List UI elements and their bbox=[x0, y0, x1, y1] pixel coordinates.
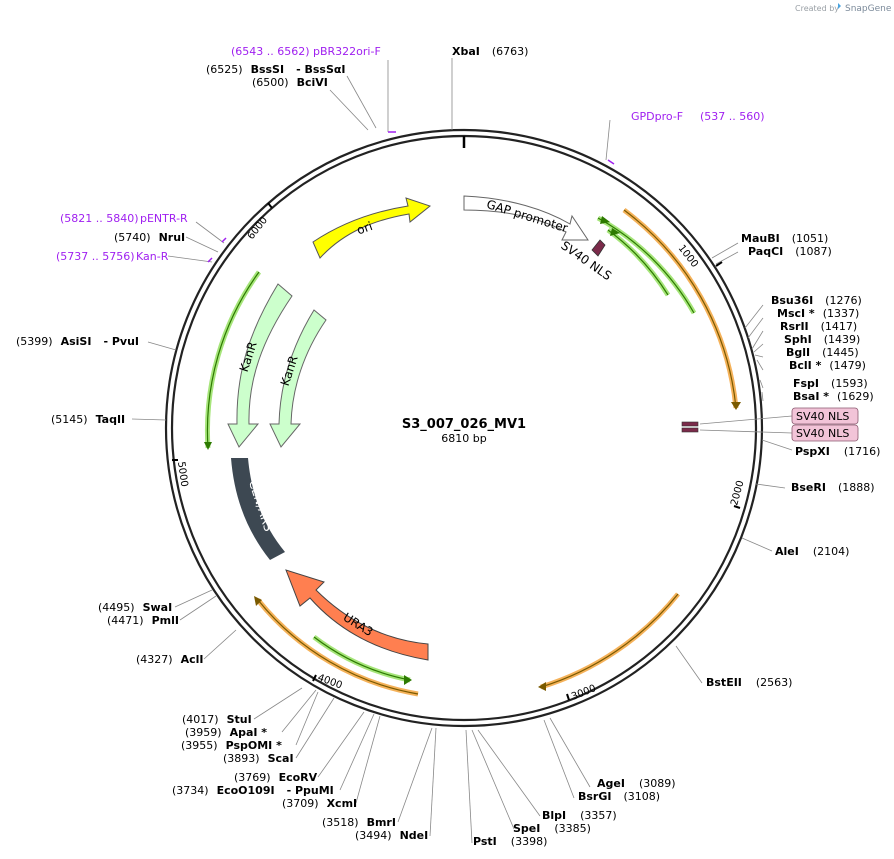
enzyme-sphi[interactable]: SphI(1439) bbox=[784, 333, 860, 346]
enzyme-pmli[interactable]: (4471)PmlI bbox=[107, 614, 179, 627]
sv40-nls-box-label-1: SV40 NLS bbox=[796, 410, 849, 423]
enzyme-bsai[interactable]: BsaI *(1629) bbox=[793, 390, 874, 403]
enzyme-ndei[interactable]: (3494)NdeI bbox=[355, 829, 428, 842]
enzyme-blpi[interactable]: BlpI(3357) bbox=[542, 809, 617, 822]
enzyme-maubi[interactable]: MauBI(1051) bbox=[741, 232, 828, 245]
enzyme-bseri[interactable]: BseRI(1888) bbox=[791, 481, 875, 494]
enzyme-ecorv[interactable]: (3769)EcoRV bbox=[234, 771, 318, 784]
enzyme-stui[interactable]: (4017)StuI bbox=[182, 713, 252, 726]
enzyme-labels-right: XbaI(6763) MauBI(1051) PaqCI(1087) Bsu36… bbox=[452, 45, 880, 848]
leader-lines bbox=[131, 58, 793, 844]
enzyme-pspxi[interactable]: PspXI(1716) bbox=[795, 445, 880, 458]
primer-range-kan-r: (5737 .. 5756) bbox=[56, 250, 135, 263]
feature-label-ori: ori bbox=[355, 219, 374, 237]
enzyme-nrui[interactable]: (5740)NruI bbox=[114, 231, 185, 244]
enzyme-pspomi[interactable]: (3955)PspOMI * bbox=[181, 739, 282, 752]
feature-cen-ars[interactable] bbox=[231, 458, 285, 560]
feature-label-sv40-nls: SV40 NLS bbox=[558, 238, 614, 283]
enzyme-xbai[interactable]: XbaI(6763) bbox=[452, 45, 528, 58]
snapgene-logo-icon bbox=[838, 3, 841, 9]
enzyme-labels-left: (6525)BssSI- BssSαI (6500)BciVI (5740)Nr… bbox=[16, 63, 428, 842]
tick-label-5000: 5000 bbox=[175, 461, 189, 488]
enzyme-fspi[interactable]: FspI(1593) bbox=[793, 377, 868, 390]
feature-label-gap-promoter: GAP promoter bbox=[485, 197, 570, 235]
primer-range-pentr-r: (5821 .. 5840) bbox=[60, 212, 139, 225]
enzyme-xcmi[interactable]: (3709)XcmI bbox=[282, 797, 357, 810]
feature-sv40-nls-pair[interactable] bbox=[681, 421, 699, 433]
feature-sv40-nls-small[interactable] bbox=[591, 239, 606, 257]
enzyme-rsrii[interactable]: RsrII(1417) bbox=[780, 320, 857, 333]
sv40-nls-box-label-2: SV40 NLS bbox=[796, 427, 849, 440]
primer-name-pentr-r: pENTR-R bbox=[140, 212, 188, 225]
enzyme-acli[interactable]: (4327)AclI bbox=[136, 653, 203, 666]
enzyme-ecoo109i[interactable]: (3734)EcoO109I- PpuMI bbox=[172, 784, 334, 797]
enzyme-spei[interactable]: SpeI(3385) bbox=[513, 822, 591, 835]
feature-gap-promoter[interactable] bbox=[463, 195, 589, 241]
primer-range-pbr322ori-f: (6543 .. 6562) bbox=[231, 45, 310, 58]
enzyme-psti[interactable]: PstI(3398) bbox=[473, 835, 547, 848]
enzyme-alei[interactable]: AleI(2104) bbox=[775, 545, 849, 558]
plasmid-size: 6810 bp bbox=[441, 432, 486, 445]
enzyme-bsssi[interactable]: (6525)BssSI- BssSαI bbox=[206, 63, 346, 76]
sv40-nls-box-1[interactable]: SV40 NLS bbox=[791, 407, 859, 425]
feature-kanr-inner[interactable] bbox=[269, 309, 327, 448]
plasmid-name: S3_007_026_MV1 bbox=[402, 417, 526, 432]
enzyme-paqci[interactable]: PaqCI(1087) bbox=[748, 245, 832, 258]
enzyme-bsteii[interactable]: BstEII(2563) bbox=[706, 676, 792, 689]
enzyme-bmri[interactable]: (3518)BmrI bbox=[322, 816, 396, 829]
backbone-outer bbox=[164, 128, 764, 728]
feature-ori[interactable] bbox=[312, 197, 432, 259]
primer-name-kan-r: Kan-R bbox=[136, 250, 169, 263]
enzyme-bcli[interactable]: BclI *(1479) bbox=[789, 359, 866, 372]
sv40-nls-box-2[interactable]: SV40 NLS bbox=[791, 424, 859, 442]
enzyme-agei[interactable]: AgeI(3089) bbox=[597, 777, 676, 790]
enzyme-bgli[interactable]: BglI(1445) bbox=[786, 346, 859, 359]
primer-arcs bbox=[204, 207, 741, 697]
enzyme-bcivi[interactable]: (6500)BciVI bbox=[252, 76, 328, 89]
primer-name-gpdpro-f: GPDpro-F bbox=[631, 110, 683, 123]
enzyme-msci[interactable]: MscI *(1337) bbox=[777, 307, 859, 320]
enzyme-taqii[interactable]: (5145)TaqII bbox=[51, 413, 125, 426]
feature-kanr-outer[interactable] bbox=[227, 283, 293, 448]
enzyme-asisi[interactable]: (5399)AsiSI- PvuI bbox=[16, 335, 139, 348]
enzyme-bsu36i[interactable]: Bsu36I(1276) bbox=[771, 294, 862, 307]
snapgene-brand: SnapGene bbox=[845, 4, 892, 14]
primer-name-pbr322ori-f: pBR322ori-F bbox=[313, 45, 381, 58]
enzyme-apai[interactable]: (3959)ApaI * bbox=[185, 726, 267, 739]
enzyme-bsrgi[interactable]: BsrGI(3108) bbox=[578, 790, 660, 803]
feature-ura3[interactable] bbox=[285, 569, 429, 661]
tick-label-2000: 2000 bbox=[729, 479, 746, 506]
primer-markers bbox=[207, 131, 615, 263]
enzyme-scai[interactable]: (3893)ScaI bbox=[223, 752, 294, 765]
tick-marks bbox=[172, 202, 741, 701]
created-by-text: Created by bbox=[795, 4, 839, 13]
enzyme-swai[interactable]: (4495)SwaI bbox=[98, 601, 172, 614]
primer-range-gpdpro-f: (537 .. 560) bbox=[700, 110, 765, 123]
